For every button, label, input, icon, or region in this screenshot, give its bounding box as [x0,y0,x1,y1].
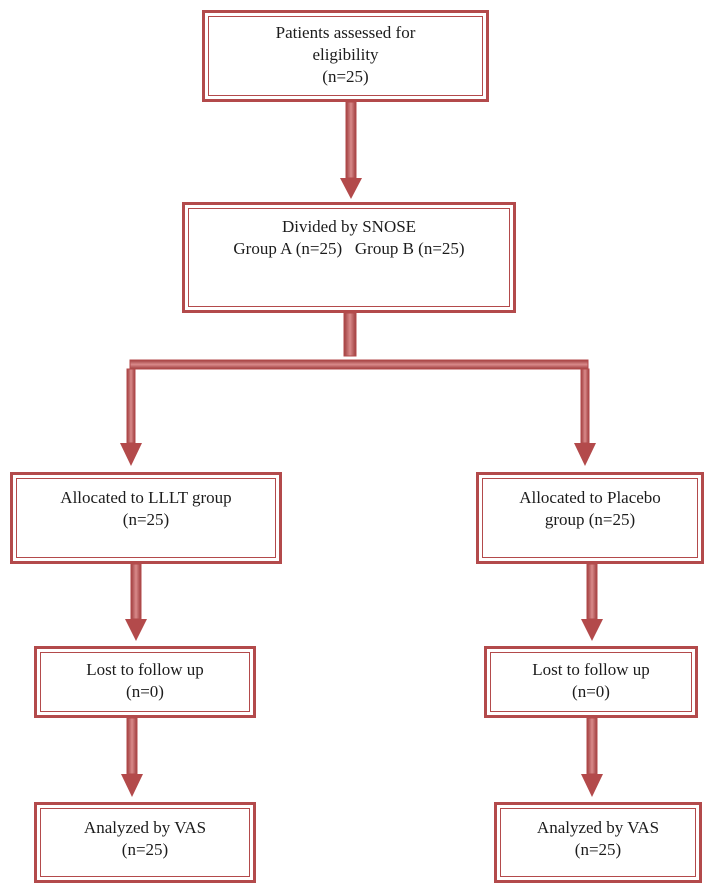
analyzed-a-line-1: Analyzed by VAS [83,818,207,837]
lllt-line-2: (n=25) [122,510,170,529]
placebo-line-1: Allocated to Placebo [519,488,661,507]
arrow-lllt-to-lost-a [125,563,147,641]
arrow-lost-a-to-analyzed-a [121,717,143,797]
lost-a-line-1: Lost to follow up [86,660,204,679]
analyzed-a-box: Analyzed by VAS (n=25) [34,802,256,883]
lost-to-follow-up-b-box: Lost to follow up (n=0) [484,646,698,718]
eligibility-line-3: (n=25) [322,67,369,86]
arrow-branch-to-lllt [120,368,142,466]
arrow-lost-b-to-analyzed-b [581,717,603,797]
arrow-placebo-to-lost-b [581,563,603,641]
divided-box: Divided by SNOSE Group A (n=25) Group B … [182,202,516,313]
eligibility-line-2: eligibility [312,45,379,64]
divided-line-2: Group A (n=25) Group B (n=25) [233,239,465,258]
analyzed-b-line-2: (n=25) [574,840,622,859]
analyzed-b-line-1: Analyzed by VAS [536,818,660,837]
analyzed-b-box: Analyzed by VAS (n=25) [494,802,702,883]
arrow-eligibility-to-divided [340,101,362,199]
eligibility-box: Patients assessed for eligibility (n=25) [202,10,489,102]
lllt-line-1: Allocated to LLLT group [60,488,232,507]
arrow-branch-to-placebo [574,368,596,466]
lost-b-line-1: Lost to follow up [532,660,650,679]
branch-stem [343,312,357,357]
branch-bar [129,359,589,370]
analyzed-a-line-2: (n=25) [121,840,169,859]
divided-line-1: Divided by SNOSE [281,217,417,236]
lost-to-follow-up-a-box: Lost to follow up (n=0) [34,646,256,718]
lost-a-line-2: (n=0) [126,682,164,701]
lost-b-line-2: (n=0) [572,682,610,701]
lllt-allocation-box: Allocated to LLLT group (n=25) [10,472,282,564]
placebo-line-2: group (n=25) [544,510,636,529]
placebo-allocation-box: Allocated to Placebo group (n=25) [476,472,704,564]
eligibility-line-1: Patients assessed for [275,23,416,42]
